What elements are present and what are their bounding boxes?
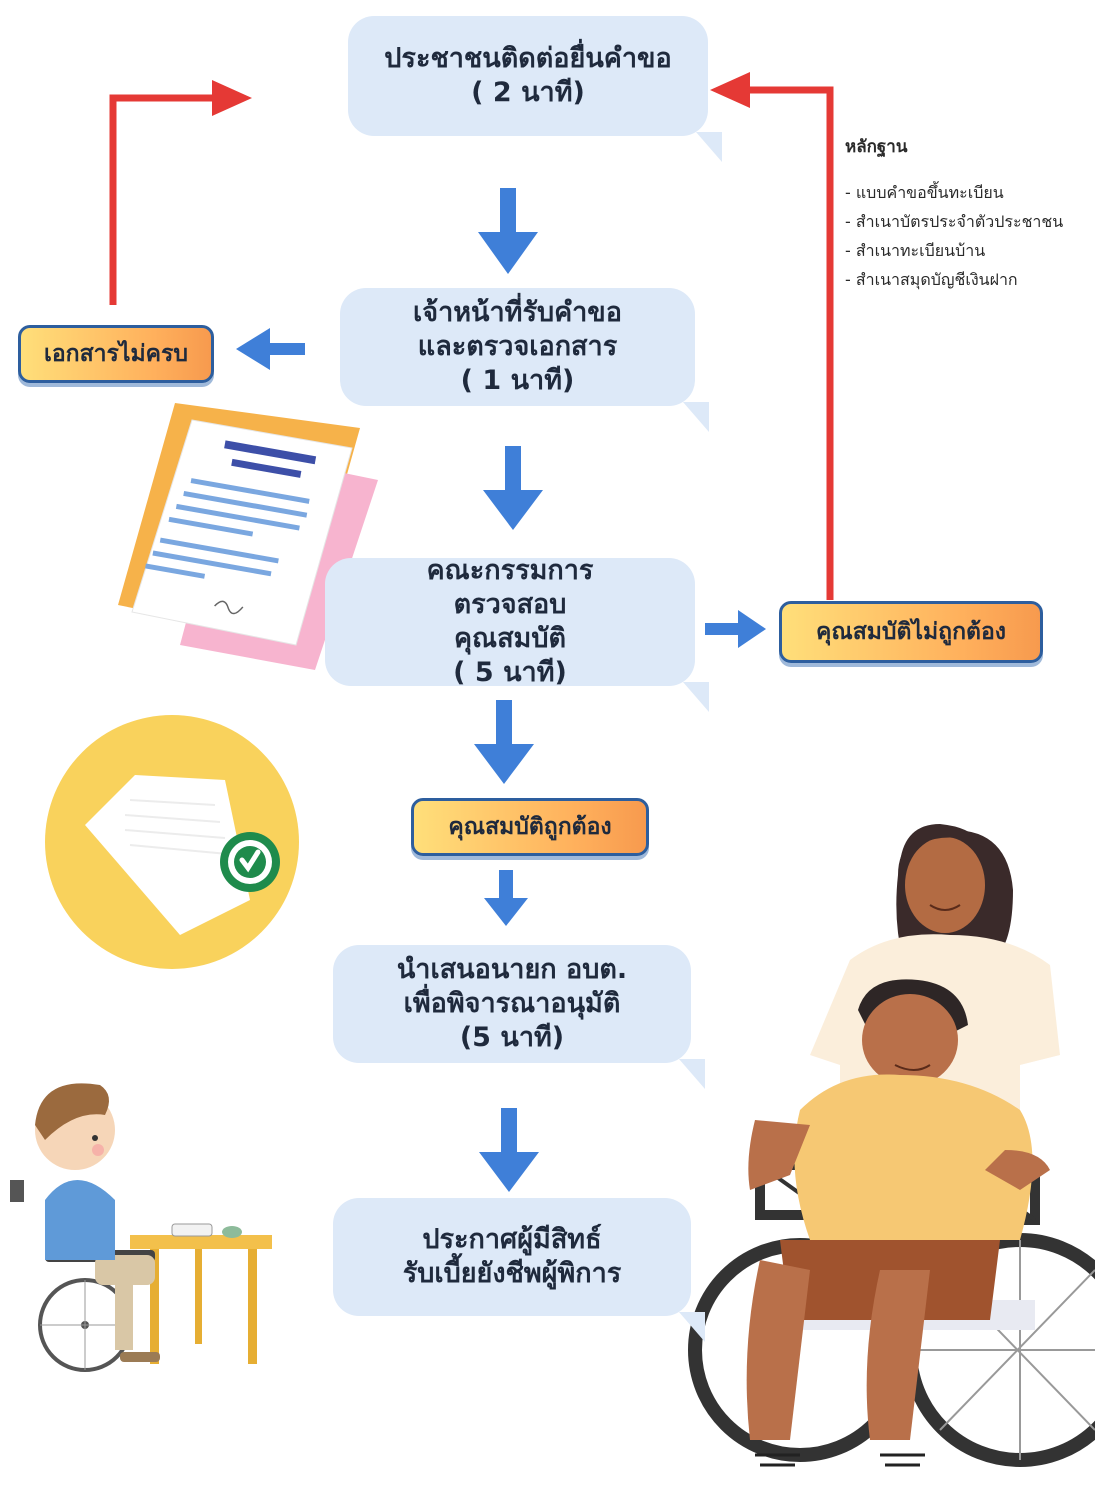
left-arrow-incomplete bbox=[236, 328, 305, 370]
down-arrow-1 bbox=[478, 188, 538, 274]
approved-document-icon bbox=[45, 715, 299, 969]
evidence-title: หลักฐาน bbox=[845, 137, 908, 157]
down-arrow-3 bbox=[474, 700, 534, 784]
step-3-line-2: ตรวจสอบ bbox=[453, 589, 567, 620]
step-3-line-3: คุณสมบัติ bbox=[453, 623, 567, 654]
step-5-line-1: ประกาศผู้มีสิทธ์ bbox=[422, 1224, 602, 1255]
child-wheelchair-illustration bbox=[10, 1083, 272, 1372]
caregiver-wheelchair-illustration bbox=[688, 824, 1095, 1467]
step-announce-eligible: ประกาศผู้มีสิทธ์ รับเบี้ยยังชีพผู้พิการ bbox=[333, 1198, 705, 1342]
step-2-line-1: เจ้าหน้าที่รับคำขอ bbox=[413, 297, 622, 328]
step-officer-review: เจ้าหน้าที่รับคำขอ และตรวจเอกสาร ( 1 นาท… bbox=[340, 288, 709, 432]
return-arrow-right bbox=[710, 72, 834, 600]
step-committee-check: คณะกรรมการ ตรวจสอบ คุณสมบัติ ( 5 นาที) bbox=[325, 555, 709, 712]
right-arrow-not-qualified bbox=[705, 610, 766, 648]
evidence-item: - แบบคำขอขึ้นทะเบียน bbox=[845, 183, 1004, 202]
tag-qualified: คุณสมบัติถูกต้อง bbox=[411, 798, 649, 856]
step-2-line-2: และตรวจเอกสาร bbox=[417, 331, 618, 362]
step-3-line-1: คณะกรรมการ bbox=[426, 555, 594, 586]
step-4-line-3: (5 นาที) bbox=[459, 1022, 565, 1053]
return-arrow-left bbox=[109, 80, 252, 305]
down-arrow-4 bbox=[484, 870, 528, 926]
step-5-line-2: รับเบี้ยยังชีพผู้พิการ bbox=[402, 1258, 622, 1289]
tag-incomplete-documents: เอกสารไม่ครบ bbox=[18, 325, 214, 383]
document-illustration bbox=[118, 403, 378, 670]
step-2-line-3: ( 1 นาที) bbox=[460, 365, 575, 396]
evidence-list: หลักฐาน - แบบคำขอขึ้นทะเบียน - สำเนาบัตร… bbox=[845, 133, 1095, 294]
step-propose-approval: นำเสนอนายก อบต. เพื่อพิจารณาอนุมัติ (5 น… bbox=[333, 945, 705, 1089]
step-3-line-4: ( 5 นาที) bbox=[453, 657, 567, 688]
evidence-item: - สำเนาสมุดบัญชีเงินฝาก bbox=[845, 270, 1018, 289]
step-1-line-2: ( 2 นาที) bbox=[471, 77, 585, 108]
step-1-line-1: ประชาชนติดต่อยื่นคำขอ bbox=[384, 43, 672, 74]
evidence-item: - สำเนาทะเบียนบ้าน bbox=[845, 241, 986, 260]
step-4-line-2: เพื่อพิจารณาอนุมัติ bbox=[403, 988, 621, 1019]
evidence-item: - สำเนาบัตรประจำตัวประชาชน bbox=[845, 212, 1064, 231]
step-submit-request: ประชาชนติดต่อยื่นคำขอ ( 2 นาที) bbox=[348, 16, 722, 162]
check-icon bbox=[220, 832, 280, 892]
step-4-line-1: นำเสนอนายก อบต. bbox=[396, 954, 628, 985]
tag-not-qualified: คุณสมบัติไม่ถูกต้อง bbox=[779, 601, 1043, 663]
down-arrow-2 bbox=[483, 446, 543, 530]
down-arrow-5 bbox=[479, 1108, 539, 1192]
